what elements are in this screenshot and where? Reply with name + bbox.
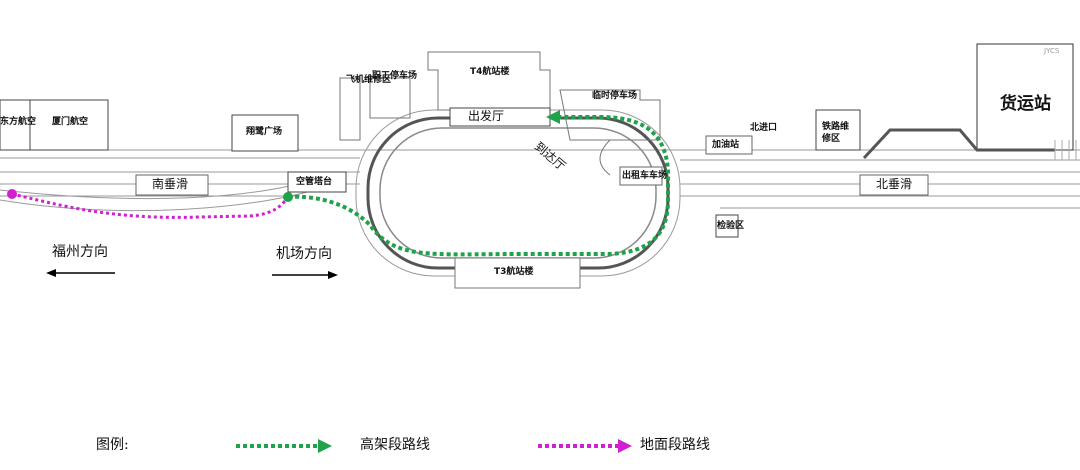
label-nan-chui-hua: 南垂滑 (152, 177, 189, 191)
kongguan-box (287, 171, 347, 193)
label-t3: T3航站楼 (494, 267, 534, 277)
label-airport-direction: 机场方向 (276, 246, 332, 262)
label-cargo: 货运站 (1000, 94, 1051, 114)
label-taxi-park: 出租车车场 (622, 171, 668, 181)
highway (0, 149, 1080, 212)
cargo-track (862, 128, 1055, 160)
legend-elevated-label: 高架段路线 (360, 437, 430, 453)
legend-elevated-sample (236, 439, 332, 453)
label-temp-park: 临时停车场 (592, 91, 638, 101)
label-quarantine: 检验区 (717, 221, 745, 231)
legend-title: 图例: (96, 437, 129, 453)
label-departure: 出发厅 (468, 109, 505, 123)
transfer-point-dot (283, 192, 293, 202)
taxi-park-box (619, 166, 663, 186)
label-t4: T4航站楼 (470, 67, 510, 77)
label-donghang: 东方航空 (0, 117, 37, 127)
legend-ground-sample (538, 439, 632, 453)
label-bei-chui-hua: 北垂滑 (876, 177, 913, 191)
label-staff-park: 职工停车场 (372, 71, 418, 81)
label-north-entry: 北进口 (750, 123, 778, 133)
label-kong-guan: 空管塔台 (296, 177, 333, 187)
xiamen-air-building (29, 99, 109, 151)
rail-repair-box (815, 109, 861, 151)
refuel-box (705, 135, 753, 155)
baiwan-building (231, 114, 299, 152)
beichuihua-box (859, 174, 929, 196)
label-baiwan: 翔鹭广场 (246, 127, 283, 137)
elevated-route-arrow (546, 110, 560, 124)
label-aircraft-rest: 飞机维修区 (346, 75, 392, 85)
right-tracks (1054, 140, 1077, 160)
ground-route-start-dot (7, 189, 17, 199)
ground-route-line (11, 192, 290, 219)
legend-ground-label: 地面段路线 (640, 437, 710, 453)
quarantine-box (715, 214, 739, 238)
cargo-building (976, 43, 1074, 151)
nanchuihua-box (135, 174, 209, 196)
donghang-building (0, 99, 33, 151)
label-xiamen-air: 厦门航空 (52, 117, 89, 127)
airport-direction-arrow (272, 271, 338, 279)
watermark-text: JYCS (1044, 47, 1060, 55)
terminal-buildings (339, 51, 661, 289)
fuzhou-direction-arrow (46, 269, 115, 277)
label-fuzhou-direction: 福州方向 (52, 244, 108, 260)
label-refuel: 加油站 (712, 140, 740, 150)
label-rail-repair: 铁路维修区 (822, 122, 850, 144)
elevated-route-line (287, 115, 670, 257)
